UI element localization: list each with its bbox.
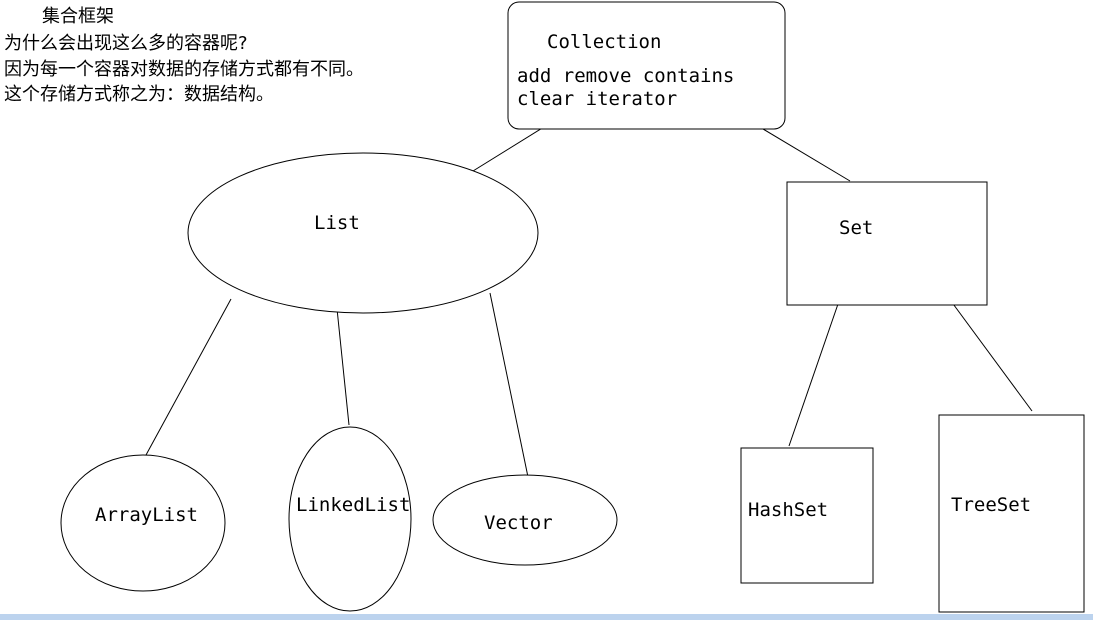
node-list-shape — [187, 152, 539, 314]
node-set: Set — [786, 181, 988, 306]
edge-collection-list — [472, 121, 553, 172]
node-hashset: HashSet — [740, 447, 874, 584]
node-vector-shape — [432, 474, 618, 566]
edge-list-linkedlist — [335, 298, 350, 426]
node-hashset-box — [740, 447, 874, 584]
node-collection-methods-1: add remove contains — [517, 65, 734, 87]
notes-line-3: 这个存储方式称之为：数据结构。 — [4, 84, 274, 105]
node-vector-label: Vector — [484, 512, 553, 534]
node-collection: Collection add remove contains clear ite… — [507, 1, 786, 130]
node-arraylist-shape — [60, 454, 226, 592]
node-collection-methods-2: clear iterator — [517, 88, 677, 110]
node-set-label: Set — [839, 217, 873, 239]
notes-line-1: 为什么会出现这么多的容器呢? — [4, 33, 248, 54]
node-treeset-box — [938, 414, 1085, 613]
edge-list-vector — [489, 292, 529, 478]
node-set-box — [786, 181, 988, 306]
node-linkedlist-shape — [288, 426, 412, 612]
node-treeset-label: TreeSet — [951, 494, 1031, 516]
node-collection-label: Collection — [547, 31, 661, 53]
node-collection-box — [507, 1, 786, 130]
node-hashset-label: HashSet — [748, 499, 828, 521]
node-linkedlist-label: LinkedList — [296, 494, 410, 516]
node-linkedlist: LinkedList — [288, 426, 412, 612]
bottom-border-bar — [0, 614, 1093, 620]
edge-set-hashset — [788, 303, 839, 447]
node-treeset: TreeSet — [938, 414, 1085, 613]
edge-collection-set — [757, 125, 851, 182]
node-arraylist-label: ArrayList — [95, 504, 198, 526]
node-list-label: List — [314, 212, 360, 234]
notes-title: 集合框架 — [42, 6, 114, 27]
node-arraylist: ArrayList — [60, 454, 226, 592]
node-vector: Vector — [432, 474, 618, 566]
notes-line-2: 因为每一个容器对数据的存储方式都有不同。 — [4, 59, 364, 80]
edge-list-arraylist — [145, 298, 232, 456]
edge-set-treeset — [947, 296, 1033, 412]
node-list: List — [187, 152, 539, 314]
